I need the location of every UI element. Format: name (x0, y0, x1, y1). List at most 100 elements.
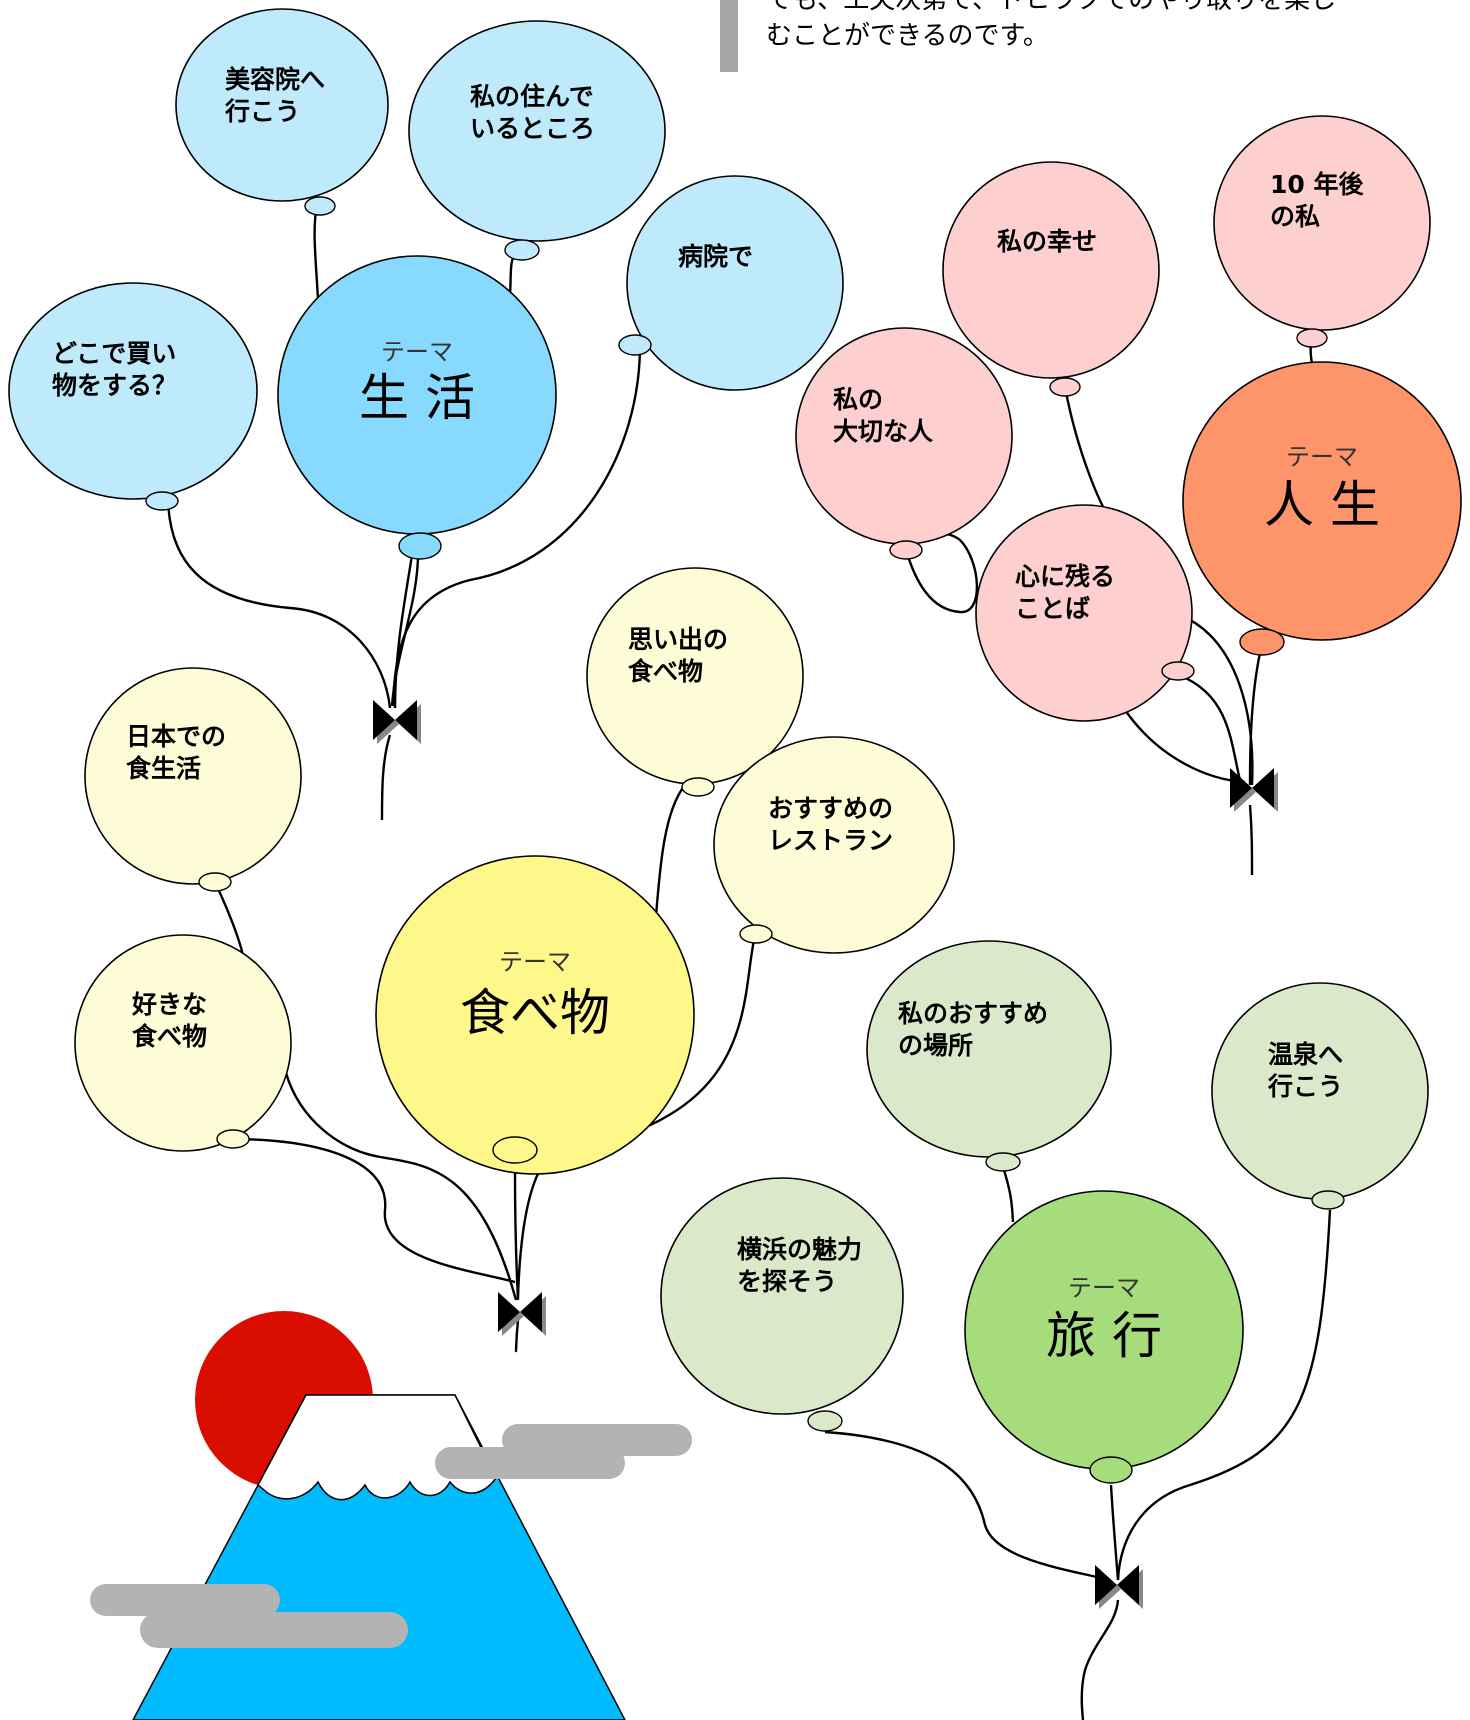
theme-balloon-knot (398, 532, 442, 560)
bow-icon (1230, 768, 1278, 812)
balloon-body (74, 934, 292, 1152)
theme-label: テーマ (499, 948, 571, 976)
balloon-knot (985, 1152, 1021, 1172)
bow-icon (373, 700, 421, 744)
theme-balloon-body (375, 855, 695, 1175)
balloon-body (8, 282, 258, 500)
balloon-label-line: 食べ物 (628, 657, 703, 686)
balloon-label-line: 食生活 (126, 754, 201, 783)
balloon-label-line: の私 (1270, 202, 1320, 231)
balloon-label-line: 私の住んで (470, 82, 594, 111)
theme-label: テーマ (1286, 443, 1358, 471)
balloon-body (84, 667, 302, 885)
balloon-label-line: どこで買い (52, 339, 176, 368)
balloon-body (175, 8, 389, 202)
balloon-body (975, 504, 1193, 722)
balloon-knot (618, 334, 652, 356)
balloon-knot (216, 1129, 250, 1149)
balloon-body (626, 175, 844, 391)
balloon-label-line: 温泉へ (1268, 1040, 1343, 1069)
balloon-knot (145, 491, 179, 511)
theme-balloon-knot (1089, 1456, 1133, 1484)
balloon-knot (681, 777, 715, 797)
balloon-label-line: 病院で (678, 242, 753, 271)
balloon-label-line: 日本での (126, 722, 226, 751)
theme-balloon-body (1182, 361, 1462, 641)
balloon-label-line: 私のおすすめ (898, 999, 1048, 1028)
bow-icon (498, 1292, 546, 1336)
balloon-knot (739, 924, 773, 944)
snowcap-icon (257, 1394, 497, 1501)
balloon-label-line: 心に残る (1015, 562, 1115, 591)
balloon-label-line: 美容院へ (225, 65, 325, 94)
balloon-label-line: レストラン (768, 826, 893, 855)
fuji-scene (90, 1311, 692, 1720)
balloon-label-line: 好きな (131, 990, 207, 1019)
balloon-label-line: おすすめの (768, 794, 893, 823)
balloon-label-line: の場所 (898, 1031, 973, 1060)
bow-icon (1095, 1565, 1143, 1609)
balloon-body (660, 1177, 904, 1415)
balloon-label-line: 私の幸せ (997, 227, 1097, 256)
balloon-knot (889, 540, 923, 560)
theme-balloon-knot (492, 1136, 538, 1164)
theme-title: 人 生 (1264, 476, 1380, 534)
balloon-label-line: 私の (833, 385, 883, 414)
balloon-knot (1296, 328, 1328, 348)
balloon-knot (1311, 1190, 1345, 1210)
balloon-strings (166, 204, 1332, 1720)
cloud-icon (435, 1447, 625, 1479)
balloon-knot (1049, 377, 1081, 397)
balloon-my-happiness: 私の幸せ (942, 161, 1160, 397)
bow-knots (373, 700, 1278, 1609)
balloon-knot (1161, 661, 1195, 681)
theme-label: テーマ (381, 338, 453, 366)
intro-text: でも、工夫次第で、ドヒラクでのやり取りを楽し むことができるのです。 (720, 0, 1440, 72)
intro-line-2: むことができるのです。 (766, 21, 1049, 51)
balloon-at-hospital: 病院で (618, 175, 844, 391)
balloon-label-line: 行こう (224, 97, 300, 126)
theme-balloon-knot (1239, 628, 1285, 656)
balloon-label-line: 横浜の魅力 (737, 1235, 862, 1264)
theme-label: テーマ (1068, 1274, 1140, 1302)
balloon-body (713, 736, 955, 954)
balloon-label-line: いるところ (470, 114, 595, 143)
balloon-knot (304, 196, 336, 216)
balloon-label-line: 10 年後 (1270, 170, 1364, 199)
balloon-label-line: 行こう (1267, 1072, 1343, 1101)
cloud-icon (140, 1612, 408, 1648)
theme-title: 食べ物 (460, 984, 610, 1042)
balloon-group-travel: 私のおすすめの場所温泉へ行こう横浜の魅力を探そうテーマ旅 行 (660, 940, 1429, 1484)
balloon-body (1213, 115, 1431, 331)
balloon-body (408, 20, 666, 242)
intro-line-1: でも、工夫次第で、ドヒラクでのやり取りを楽し (766, 0, 1337, 15)
balloon-knot (504, 239, 540, 261)
theme-title: 生 活 (359, 369, 475, 427)
cloud-icon (90, 1584, 280, 1616)
balloon-label-line: ことば (1015, 594, 1090, 623)
balloon-label-line: 大切な人 (833, 417, 933, 446)
balloon-body (942, 161, 1160, 379)
balloon-knot (807, 1410, 843, 1432)
